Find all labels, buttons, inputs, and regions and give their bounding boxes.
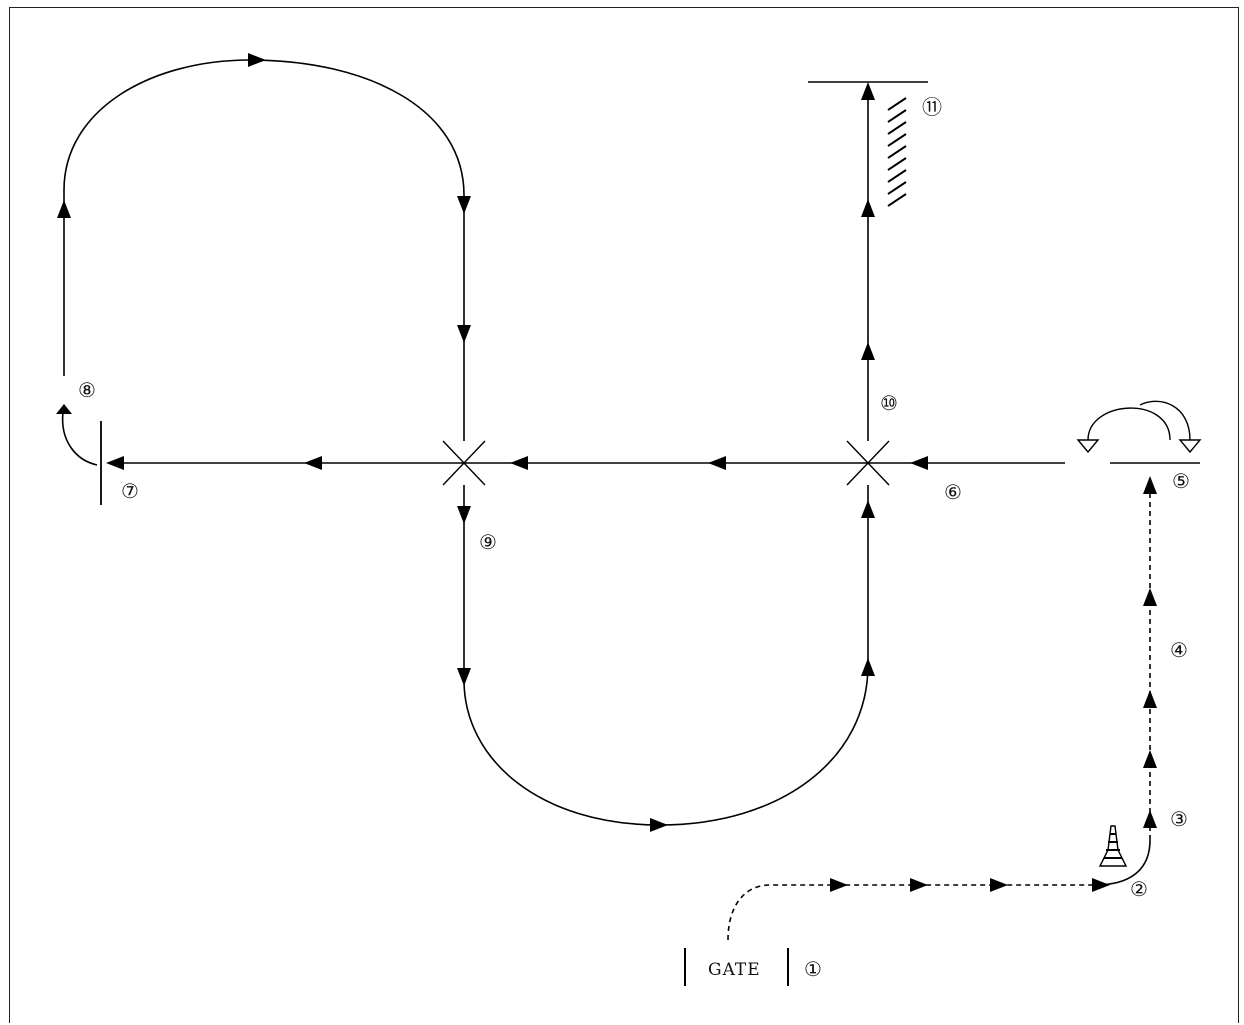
turn-curve-8: [61, 411, 98, 466]
label-1: ①: [804, 957, 822, 981]
label-2: ②: [1130, 877, 1148, 901]
dashed-approach-path: [727, 884, 1095, 941]
label-8: ⑧: [78, 378, 96, 402]
turn-curve-2: [1094, 839, 1151, 886]
hatched-wall-icon: [887, 97, 907, 207]
upper-loop-arrows: [57, 53, 471, 343]
intersection-10: [846, 440, 890, 486]
u-turn-icon: [1076, 400, 1202, 454]
label-11: ⑪: [922, 95, 942, 119]
label-3: ③: [1170, 807, 1188, 831]
gate: GATE ①: [684, 948, 822, 986]
label-5: ⑤: [1172, 469, 1190, 493]
intersection-9: [442, 440, 486, 486]
diagram-frame: [9, 7, 1239, 1023]
vertical-11-arrows: [861, 82, 875, 360]
lower-loop: [463, 485, 869, 826]
label-4: ④: [1170, 638, 1188, 662]
approach-arrows: [830, 878, 1110, 892]
upper-loop: [63, 59, 465, 441]
traffic-cone-icon: [1098, 825, 1128, 867]
label-6: ⑥: [944, 480, 962, 504]
horizontal-arrows: [106, 456, 928, 470]
arrow-8: [56, 404, 72, 414]
label-7: ⑦: [121, 479, 139, 503]
gate-label: GATE: [708, 960, 761, 980]
label-10: ⑩: [880, 391, 898, 415]
label-9: ⑨: [479, 530, 497, 554]
vertical-arrows: [1143, 476, 1157, 828]
lower-loop-arrows: [457, 500, 875, 832]
